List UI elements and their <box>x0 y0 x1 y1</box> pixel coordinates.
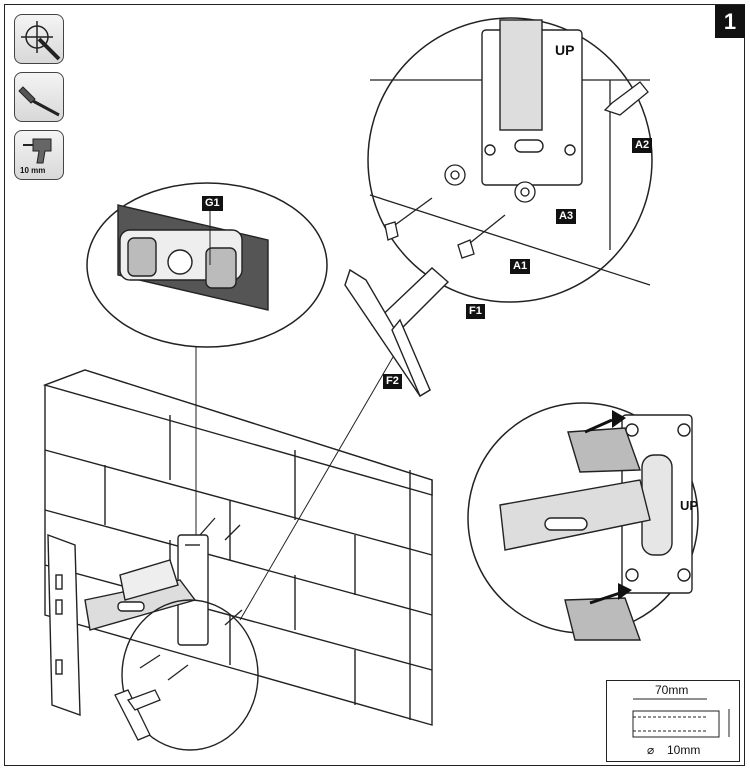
hex-key-small <box>114 689 161 741</box>
screwdriver-icon <box>18 86 60 117</box>
label-a1: A1 <box>510 259 531 274</box>
swing-arm <box>84 559 197 631</box>
hardware-bracket <box>481 19 583 186</box>
direction-arrows <box>584 410 632 605</box>
bracket-up-text-right: UP <box>680 498 698 513</box>
drill-diameter-text: 10mm <box>667 743 701 757</box>
screwdriver-tool <box>14 72 64 122</box>
diagram-frame <box>4 4 745 766</box>
drill-icon <box>23 138 52 164</box>
hardware-parts <box>384 81 649 259</box>
cover-bracket <box>621 414 693 594</box>
bottom-detail-circle <box>121 599 259 751</box>
drill-tool: 10 mm <box>14 130 64 180</box>
tv-plate <box>47 533 81 717</box>
hardware-leader-line <box>239 344 401 621</box>
cover-caps <box>564 427 641 641</box>
label-g1: G1 <box>202 196 223 211</box>
drill-depth-detail: 70mm ⌀ 10mm <box>606 680 740 762</box>
drill-hole-section <box>632 698 730 738</box>
brick-wall <box>42 369 433 726</box>
wall-screws <box>139 517 243 681</box>
label-a3: A3 <box>556 209 577 224</box>
pencil-crosshair-tool <box>14 14 64 64</box>
step-number: 1 <box>715 5 745 38</box>
drill-depth-text: 70mm <box>655 683 689 697</box>
drill-diameter-symbol: ⌀ <box>647 743 655 757</box>
label-f1: F1 <box>466 304 485 319</box>
hex-keys <box>344 267 450 398</box>
label-a2: A2 <box>632 138 653 153</box>
bracket-up-text-top: UP <box>555 42 574 58</box>
label-f2: F2 <box>383 374 402 389</box>
spirit-level <box>117 204 269 311</box>
drill-size-caption: 10 mm <box>20 166 46 175</box>
pencil-crosshair-icon <box>21 21 61 61</box>
cover-arm <box>499 479 651 551</box>
